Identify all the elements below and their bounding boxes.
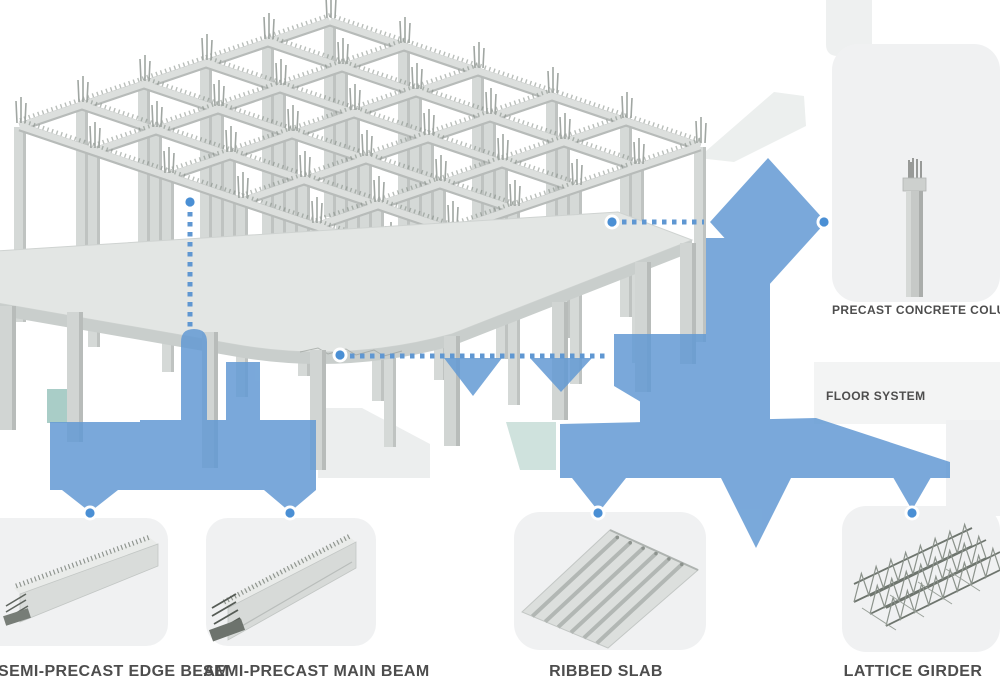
callout-dot	[332, 347, 348, 363]
background-shapes	[47, 0, 1000, 516]
product-image-edge-beam	[3, 534, 159, 626]
arrow-main-complex	[444, 158, 950, 548]
callout-dot	[904, 505, 920, 521]
card-bump-shape	[946, 420, 1000, 516]
callout-dot	[82, 505, 98, 521]
product-label-edge-beam: SEMI-PRECAST EDGE BEAM	[0, 663, 230, 680]
column-card	[832, 44, 1000, 302]
product-label-lattice-girder: LATTICE GIRDER	[843, 663, 983, 680]
pale-band-shape	[698, 92, 806, 162]
product-label-main-beam: SEMI-PRECAST MAIN BEAM	[203, 663, 430, 680]
product-image-ribbed-slab	[521, 529, 699, 649]
pale-strip-shape	[826, 0, 872, 56]
product-image-main-beam	[208, 533, 357, 642]
callout-dot	[604, 214, 620, 230]
floor-slab	[0, 211, 694, 365]
callout-dots	[82, 194, 920, 521]
callout-dot	[282, 505, 298, 521]
teal-poly-shape	[506, 422, 556, 470]
callout-dot	[816, 214, 832, 230]
column-label: PRECAST CONCRETE COLUMN	[832, 303, 1000, 317]
floor-label: FLOOR SYSTEM	[826, 389, 926, 403]
pale-wash-shape	[814, 362, 1000, 424]
column-image	[902, 158, 927, 297]
pale-wedge-shape	[318, 408, 430, 478]
product-image-lattice-girder	[853, 522, 1000, 631]
callout-dot	[590, 505, 606, 521]
callout-lines	[187, 212, 704, 359]
arrow-left-complex	[50, 329, 316, 512]
roof-beam-grid	[18, 13, 702, 257]
product-label-ribbed-slab: RIBBED SLAB	[549, 663, 663, 680]
building-frame	[0, 0, 707, 470]
callout-dot	[182, 194, 198, 210]
